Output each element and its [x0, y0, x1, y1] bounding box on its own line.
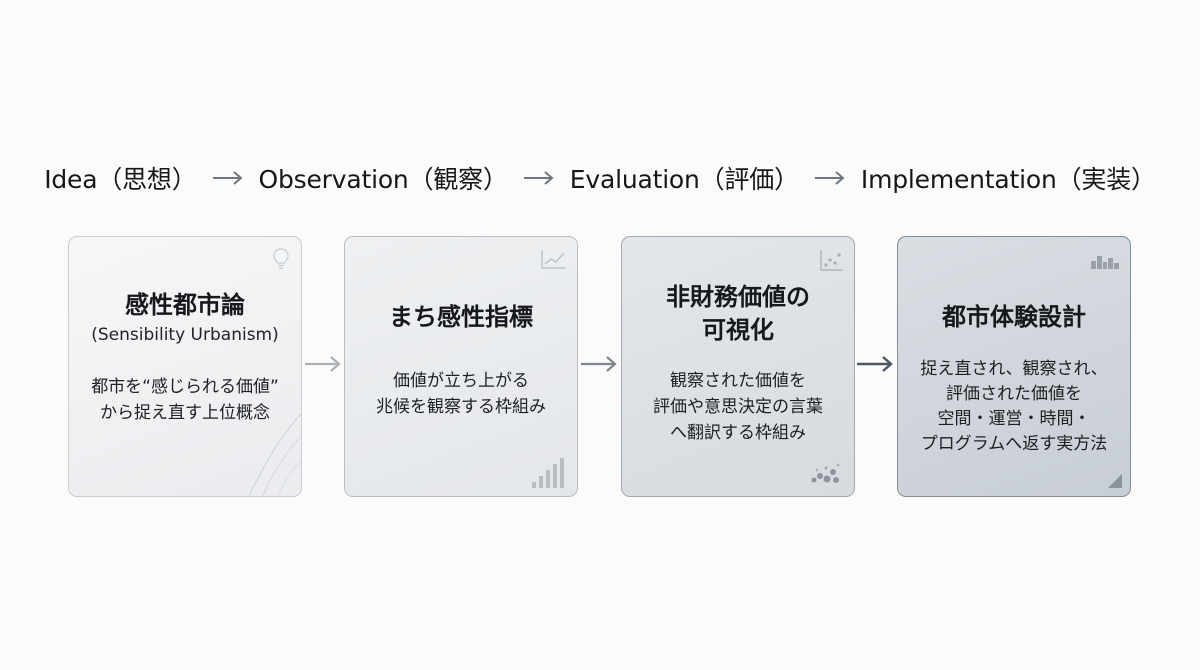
- card-sensibility-urbanism: 感性都市論 (Sensibility Urbanism) 都市を“感じられる価値…: [68, 236, 302, 497]
- card-title: 非財務価値の 可視化: [666, 283, 810, 344]
- card-description: 捉え直され、観察され、 評価された価値を 空間・運営・時間・ プログラムへ返す実…: [920, 359, 1108, 454]
- corner-triangle-icon: [1108, 474, 1122, 488]
- card-description: 観察された価値を 評価や意思決定の言葉 へ翻訳する枠組み: [653, 371, 823, 443]
- card-subtitle: (Sensibility Urbanism): [91, 325, 279, 345]
- line-chart-icon: [541, 250, 566, 269]
- card-description: 都市を“感じられる価値” から捉え直す上位概念: [91, 377, 279, 423]
- card-title: 感性都市論: [125, 291, 245, 319]
- connector-arrow-icon: [579, 352, 619, 376]
- process-flow-header: Idea（思想） Observation（観察） Evaluation（評価） …: [0, 158, 1200, 198]
- card-title: まち感性指標: [389, 303, 533, 331]
- card-description: 価値が立ち上がる 兆候を観察する枠組み: [376, 371, 546, 417]
- card-title: 都市体験設計: [942, 303, 1086, 331]
- decorative-curves: [248, 413, 301, 496]
- flow-step-idea: Idea（思想）: [44, 165, 197, 194]
- city-skyline-icon: [1091, 256, 1119, 269]
- flow-arrow-icon: [522, 169, 556, 187]
- flow-step-implementation: Implementation（実装）: [860, 165, 1156, 194]
- bar-chart-icon: [532, 458, 564, 488]
- flow-arrow-icon: [813, 169, 847, 187]
- card-non-financial-value: 非財務価値の 可視化 観察された価値を 評価や意思決定の言葉 へ翻訳する枠組み: [621, 236, 855, 497]
- flow-step-evaluation: Evaluation（評価）: [569, 165, 799, 194]
- connector-arrow-icon: [303, 352, 343, 376]
- flow-step-observation: Observation（観察）: [258, 165, 508, 194]
- lightbulb-icon: [273, 248, 289, 269]
- connector-arrow-icon: [855, 352, 895, 376]
- card-town-sensibility-index: まち感性指標 価値が立ち上がる 兆候を観察する枠組み: [344, 236, 578, 497]
- flow-arrow-icon: [211, 169, 245, 187]
- card-urban-experience-design: 都市体験設計 捉え直され、観察され、 評価された価値を 空間・運営・時間・ プロ…: [897, 236, 1131, 497]
- scatter-plot-icon: [820, 250, 843, 271]
- particles-icon: [811, 463, 840, 483]
